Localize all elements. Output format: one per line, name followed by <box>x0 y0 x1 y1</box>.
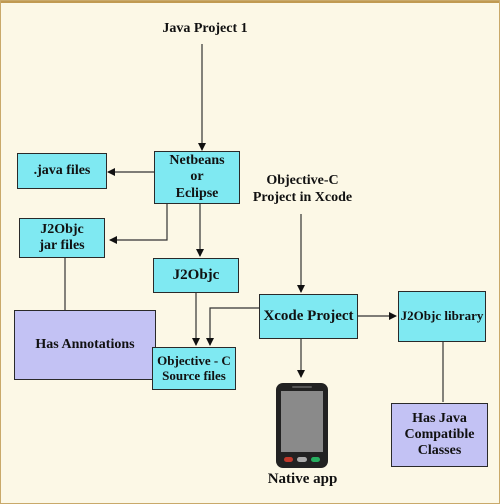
objc-project-label-line1: Objective-C <box>266 173 339 188</box>
native-app-label: Native app <box>267 471 338 487</box>
top-border <box>0 0 500 3</box>
java-project-label: Java Project 1 <box>162 21 248 36</box>
netbeans-eclipse-node: Netbeans or Eclipse <box>154 151 240 204</box>
objc-project-label-line2: Project in Xcode <box>252 189 353 205</box>
netbeans-text: Netbeans <box>169 153 225 169</box>
j2objc-jar-text-1: J2Objc <box>40 221 84 237</box>
xcode-project-text: Xcode Project <box>263 307 354 324</box>
has-annotations-text: Has Annotations <box>35 336 135 352</box>
j2objc-library-node: J2Objc library <box>398 291 486 342</box>
j2objc-node: J2Objc <box>153 258 239 293</box>
java-files-node: .java files <box>17 153 107 189</box>
has-java-text-1: Has Java <box>412 410 467 426</box>
objc-source-text-2: Source files <box>162 367 226 383</box>
netbeans-or-text: or <box>190 169 204 185</box>
objc-project-label: Objective-C Project in Xcode <box>240 173 365 207</box>
arrow-xcode-to-source <box>206 307 260 346</box>
smartphone-icon <box>276 383 328 468</box>
objc-source-text-1: Objective - C <box>157 352 231 368</box>
has-java-text-3: Classes <box>417 443 462 459</box>
objc-source-node: Objective - C Source files <box>152 347 236 390</box>
java-files-text: .java files <box>33 162 91 178</box>
j2objc-jar-node: J2Objc jar files <box>19 218 105 258</box>
eclipse-text: Eclipse <box>175 185 219 201</box>
xcode-project-node: Xcode Project <box>259 294 358 339</box>
has-java-text-2: Compatible <box>404 426 475 442</box>
has-annotations-node: Has Annotations <box>14 310 156 380</box>
j2objc-text: J2Objc <box>172 266 220 283</box>
j2objc-library-text: J2Objc library <box>400 308 484 324</box>
arrow-netbeans-to-jar <box>109 204 168 244</box>
has-java-classes-node: Has Java Compatible Classes <box>391 403 488 467</box>
j2objc-jar-text-2: jar files <box>39 238 85 253</box>
